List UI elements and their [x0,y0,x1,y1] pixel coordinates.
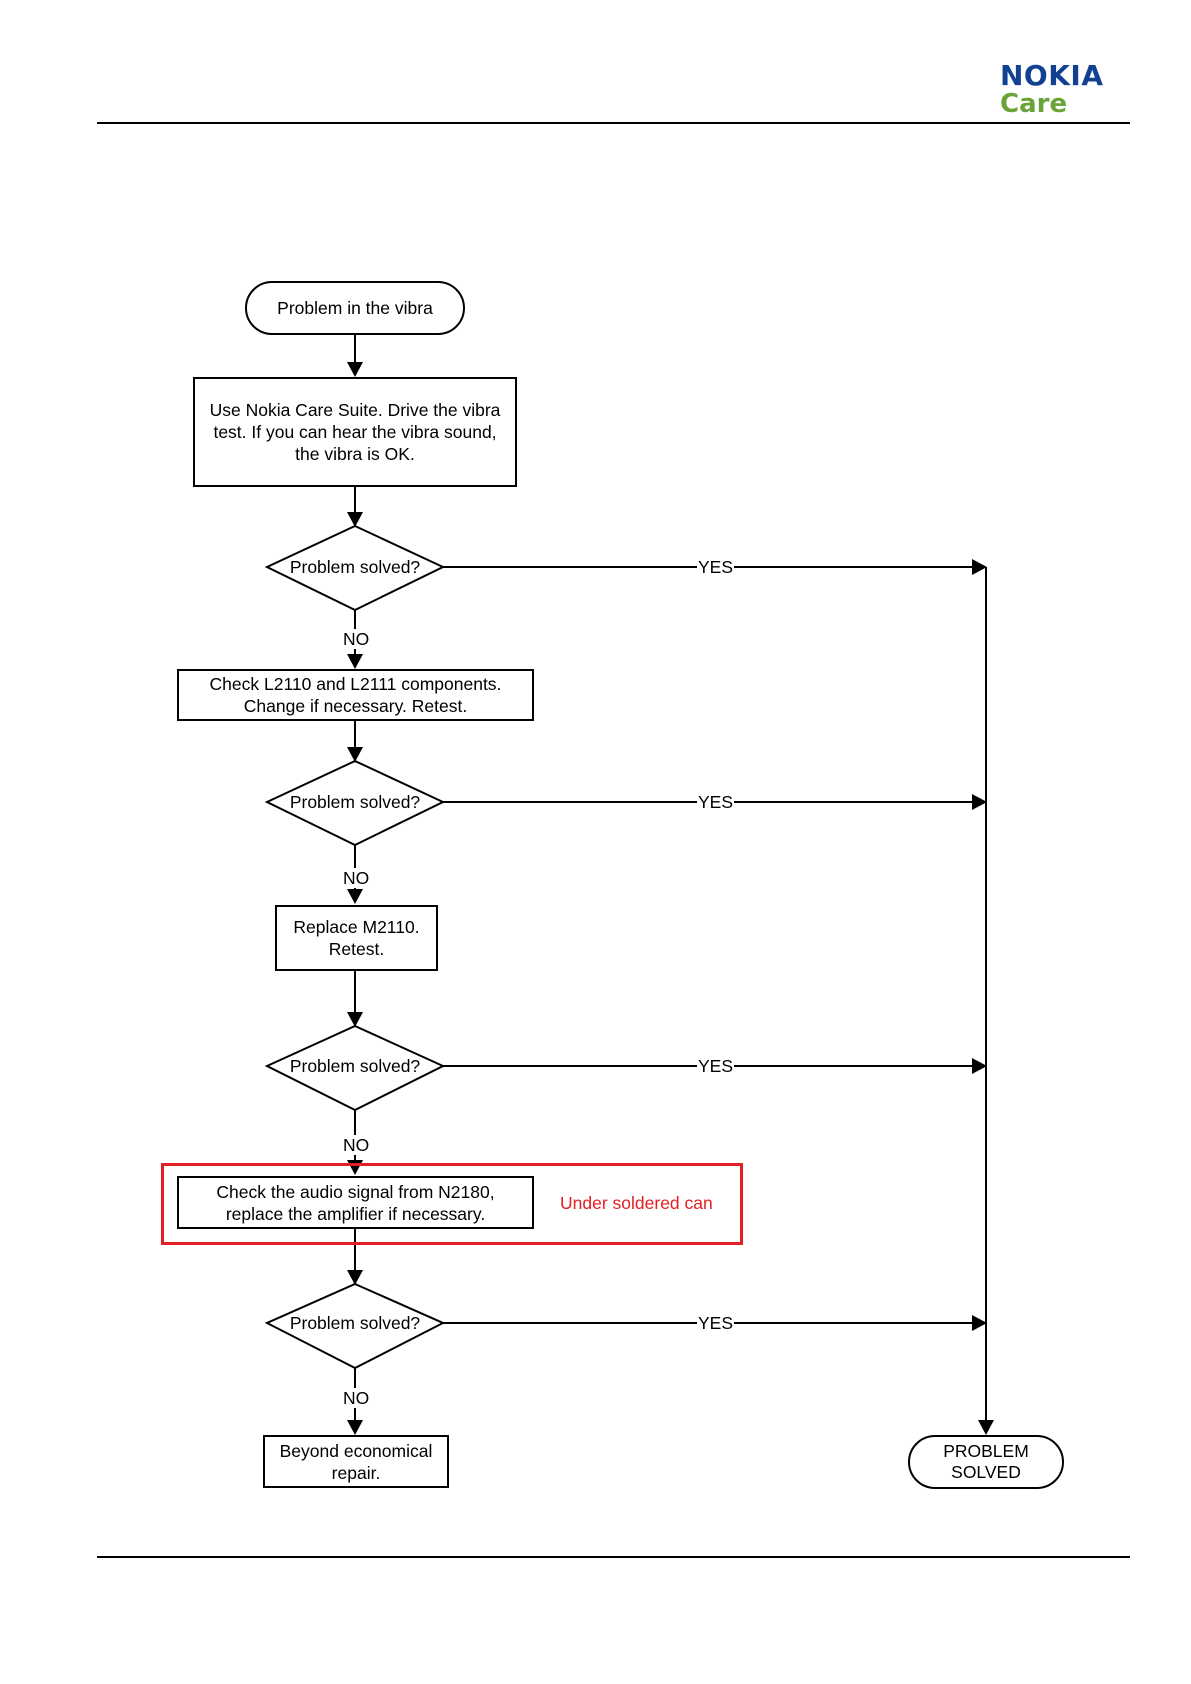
decision-3-label: Problem solved? [289,1056,421,1076]
decision-4-label: Problem solved? [289,1313,421,1333]
step-1-line-3: the vibra is OK. [295,444,415,464]
decision-1-no-label: NO [342,629,371,649]
step-2-box: Check L2110 and L2111 components. Change… [177,669,534,721]
start-label: Problem in the vibra [277,298,433,318]
under-soldered-can-note: Under soldered can [560,1193,713,1213]
decision-4-no-label: NO [342,1388,371,1408]
step-3-line-2: Retest. [328,939,385,959]
nokia-logo: NOKIA [1000,59,1104,92]
step-4-line-1: Check the audio signal from N2180, [216,1181,495,1202]
decision-diamond-3 [264,1024,446,1112]
decision-1-yes-label: YES [697,557,735,577]
care-logo: Care [1000,89,1068,119]
step-1-line-2: test. If you can hear the vibra sound, [213,422,497,442]
step-2-line-2: Change if necessary. Retest. [243,696,468,716]
decision-1-label: Problem solved? [289,557,421,577]
decision-3-no-label: NO [342,1135,371,1155]
decision-3-yes-label: YES [697,1056,735,1076]
decision-4-yes-label: YES [697,1313,735,1333]
step-1-line-1: Use Nokia Care Suite. Drive the vibra [209,400,501,420]
decision-diamond-4 [264,1282,446,1370]
end-terminal: PROBLEM SOLVED [908,1435,1064,1489]
step-5-line-1: Beyond economical [279,1440,433,1461]
step-5-box: Beyond economical repair. [263,1435,449,1488]
decision-diamond-2 [264,759,446,847]
step-3-box: Replace M2110. Retest. [275,905,438,971]
footer-rule [97,1556,1130,1558]
decision-2-label: Problem solved? [289,792,421,812]
step-4-box: Check the audio signal from N2180, repla… [177,1176,534,1229]
end-label-line-1: PROBLEM [943,1441,1029,1461]
decision-2-yes-label: YES [697,792,735,812]
start-terminal: Problem in the vibra [245,281,465,335]
under-can-highlight-frame [161,1163,743,1245]
arrowheads [347,362,994,1435]
step-3-line-1: Replace M2110. [293,917,420,937]
step-5-line-2: repair. [331,1462,381,1483]
end-label-line-2: SOLVED [951,1462,1021,1482]
decision-2-no-label: NO [342,868,371,888]
header-rule [97,122,1130,124]
decision-diamond-1 [264,524,446,612]
step-2-line-1: Check L2110 and L2111 components. [209,674,502,694]
step-1-box: Use Nokia Care Suite. Drive the vibra te… [193,377,517,487]
step-4-line-2: replace the amplifier if necessary. [225,1203,486,1224]
